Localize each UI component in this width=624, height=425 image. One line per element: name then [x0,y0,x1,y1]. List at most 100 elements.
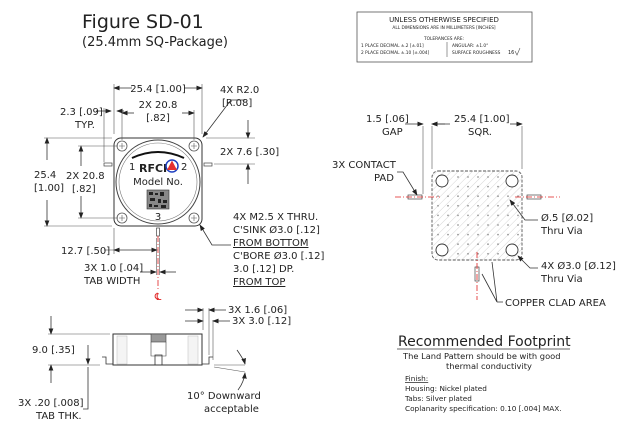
hole-note-line: 4X M2.5 X THRU. [233,212,318,223]
recommended-section: Recommended Footprint The Land Pattern s… [397,334,571,413]
thru-via-dot [507,214,509,217]
dim-tab-offset: 2X 7.6 [.30] [220,147,279,158]
thru-via-dot [497,252,499,255]
dim-angle-1: 10° Downward [187,391,261,402]
dim-gap-1: 1.5 [.06] [366,114,409,125]
dim-gap-2: GAP [382,127,403,138]
port-3-label: 3 [155,212,161,223]
copper-clad-label: COPPER CLAD AREA [505,298,606,309]
thru-via-dot [487,195,489,198]
thru-via-dot [487,185,489,188]
thru-via-dot [487,204,489,207]
thru-via-dot [467,176,469,178]
thru-via-dot [457,185,459,188]
thru-via-dot [497,195,499,198]
dim-angle-2: acceptable [204,404,259,415]
thru-via-dot [447,204,449,207]
recommended-desc-2: thermal conductivity [446,361,532,371]
thru-via-dot [507,233,509,236]
large-via-icon [435,174,449,188]
port-1-label: 1 [129,162,135,173]
contact-pad-label-2: PAD [374,173,394,184]
spec-heading: UNLESS OTHERWISE SPECIFIED [389,16,499,24]
dim-tab-thk-2: TAB THK. [35,411,82,422]
thru-via-dot [497,243,499,246]
finish-housing: Housing: Nickel plated [405,384,487,393]
thru-via-dot [477,204,479,207]
thru-via-dot [517,204,519,207]
via-small-label-2: Thru Via [540,226,583,237]
thru-via-dot [437,204,439,207]
thru-via-dot [487,252,489,255]
thru-via-dot [487,243,489,246]
large-via-icon [505,174,519,188]
thru-via-dot [467,195,469,198]
dim-hole-spacing-y-1: 2X 20.8 [66,171,105,182]
thru-via-dot [457,195,459,198]
thru-via-dot [487,233,489,236]
dim-size-2: SQR. [468,127,492,138]
port-2-label: 2 [181,162,187,173]
thru-via-dot [467,233,469,236]
rfci-logo-icon [165,159,179,173]
thru-via-dot [517,233,519,236]
recommended-desc-1: The Land Pattern should be with good [402,351,560,361]
thru-via-dot [487,224,489,226]
body-circle [115,139,201,225]
dim-center-offset: 12.7 [.50] [61,246,110,257]
dim-tab-length-1: 2.3 [.09] [60,107,103,118]
dim-size-1: 25.4 [1.00] [454,114,510,125]
hole-note-line: 3.0 [.12] DP. [233,264,294,275]
spec-row2-left: 2 PLACE DECIMAL ±.10 [±.004] [361,50,429,56]
thru-via-dot [477,185,479,188]
dim-side-height: 9.0 [.35] [32,345,75,356]
thru-via-dot [487,176,489,178]
hole-note-line: C'SINK Ø3.0 [.12] [233,224,320,236]
thru-via-dot [497,176,499,178]
thru-via-dot [447,195,449,198]
via-large-label-1: 4X Ø3.0 [Ø.12] [541,260,616,272]
thru-via-dot [497,214,499,217]
thru-via-dot [447,233,449,236]
thru-via-dot [477,195,479,198]
thru-via-dot [477,214,479,217]
thru-via-dot [477,233,479,236]
thru-via-dot [477,176,479,178]
thru-via-dot [457,252,459,255]
thru-via-dot [477,243,479,246]
thru-via-dot [507,204,509,207]
centerline-symbol: ℄ [154,292,162,303]
thru-via-dot [447,224,449,226]
dim-height-1: 25.4 [34,170,56,181]
thru-via-dot [467,204,469,207]
thru-via-dot [477,252,479,255]
recommended-heading: Recommended Footprint [398,334,571,350]
spec-row1-left: 1 PLACE DECIMAL ±.2 [±.01] [361,43,424,49]
spec-box: UNLESS OTHERWISE SPECIFIED ALL DIMENSION… [356,11,533,63]
top-view: RFCI 1 2 Model No. 3 25.4 [1.00] 2X 20.8… [34,84,324,303]
thru-via-dot [467,243,469,246]
via-small-label-1: Ø.5 [Ø.02] [541,212,593,224]
hole-note-line: C'BORE Ø3.0 [.12] [233,250,324,262]
spec-row2-right: SURFACE ROUGHNESS [452,50,501,56]
large-via-icon [435,243,449,257]
tab-port2 [203,162,213,167]
thru-via-dot [437,195,439,198]
thru-via-dot [437,224,439,226]
dim-width: 25.4 [1.00] [130,84,186,95]
thru-via-dot [457,233,459,236]
figure-title: Figure SD-01 [82,11,204,33]
thru-via-dot [467,214,469,217]
dim-tab-width-1: 3X 1.0 [.04] [84,263,143,274]
thru-via-dot [507,224,509,226]
side-view: 9.0 [.35] 3X .20 [.008] TAB THK. 3X 1.6 … [18,305,291,422]
thru-via-dot [497,185,499,188]
finish-label: Finish: [405,374,428,383]
footprint-view: 1.5 [.06] GAP 25.4 [1.00] SQR. 3X CONTAC… [332,114,616,309]
spec-roughness: 16 [508,50,514,56]
thru-via-dot [457,224,459,226]
thru-via-dot [517,224,519,226]
dim-a: 3X 1.6 [.06] [228,305,287,316]
thru-via-dot [437,233,439,236]
